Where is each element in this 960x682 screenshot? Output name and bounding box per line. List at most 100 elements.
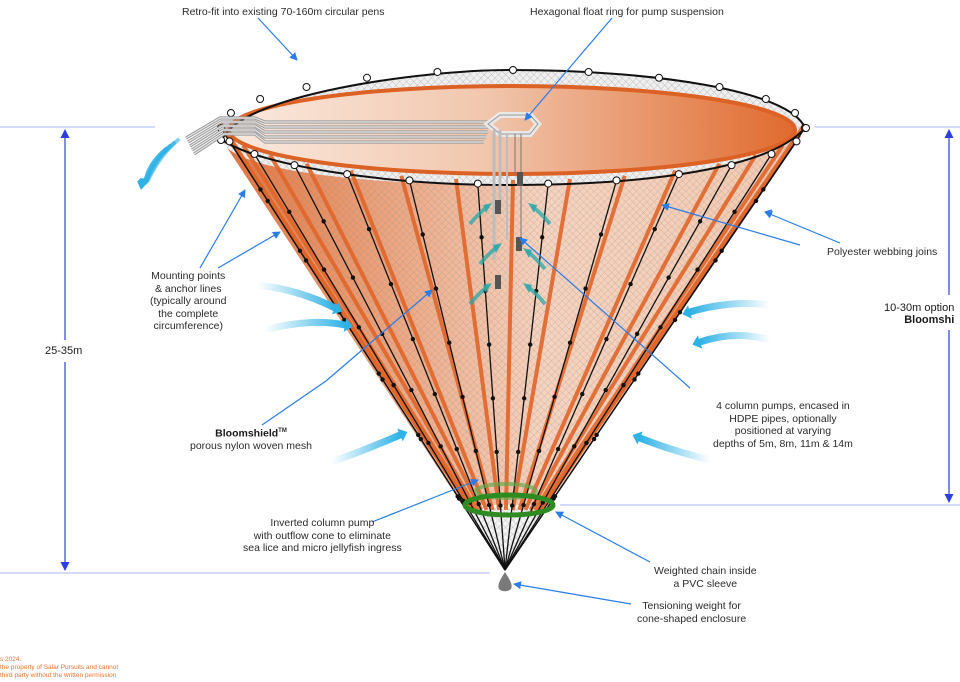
anchor-knot bbox=[552, 494, 558, 499]
label-inverted-pump: Inverted column pump with outflow cone t… bbox=[243, 517, 402, 555]
anchor-lines bbox=[220, 127, 806, 571]
anchor-knot bbox=[391, 382, 396, 388]
label-line: Inverted column pump bbox=[270, 517, 375, 529]
label-bloomshield: BloomshieldTM porous nylon woven mesh bbox=[190, 425, 312, 453]
mounting-point bbox=[584, 67, 593, 76]
anchor-knot bbox=[531, 501, 537, 507]
orange-panel-seams bbox=[219, 122, 807, 512]
anchor-knot bbox=[515, 449, 521, 455]
column-pump-1 bbox=[517, 172, 523, 186]
flow-arrowhead bbox=[632, 431, 643, 445]
outflow-pipe-highlight bbox=[185, 117, 492, 139]
label-line: Tensioning weight for bbox=[642, 600, 741, 612]
label-line: circumference) bbox=[153, 320, 223, 332]
outflow-pipe-highlight bbox=[191, 129, 486, 151]
anchor-knot bbox=[628, 281, 633, 287]
copyright-line: the property of Salar Pursuits and canno… bbox=[0, 664, 119, 671]
orange-seam bbox=[523, 169, 678, 511]
anchor-knot bbox=[658, 325, 663, 330]
outflow-pipe-highlight bbox=[193, 133, 484, 155]
anchor-knot bbox=[603, 387, 608, 393]
mounting-point bbox=[655, 73, 663, 82]
anchor-knot bbox=[476, 501, 481, 507]
orange-seam bbox=[528, 162, 722, 511]
flow-arrowhead bbox=[331, 301, 343, 315]
outflow-arrow bbox=[143, 147, 168, 185]
mounting-point bbox=[225, 137, 234, 146]
anchor-knot bbox=[432, 391, 438, 397]
flow-arrowhead bbox=[343, 318, 353, 332]
label-line: Weighted chain inside bbox=[654, 565, 757, 577]
label-line: sea lice and micro jellyfish ingress bbox=[243, 542, 402, 554]
mounting-point bbox=[473, 179, 482, 188]
anchor-knot bbox=[418, 436, 424, 442]
anchor-knot bbox=[426, 440, 431, 446]
anchor-knot bbox=[366, 226, 372, 232]
weighted-chain bbox=[462, 482, 556, 518]
teal-flow-arrowhead bbox=[483, 203, 492, 213]
column-pump-2 bbox=[495, 200, 501, 214]
flow-arrowhead bbox=[682, 305, 693, 319]
anchor-knot bbox=[572, 444, 577, 449]
mounting-point bbox=[761, 95, 770, 103]
mounting-point bbox=[715, 82, 724, 91]
anchor-knot bbox=[460, 394, 465, 400]
anchor-knot bbox=[350, 275, 356, 280]
annotation-leaders bbox=[199, 17, 841, 605]
anchor-knot bbox=[521, 396, 527, 401]
anchor-knot bbox=[454, 446, 459, 452]
dimension-right-label: 10-30m option Bloomshi bbox=[884, 300, 955, 328]
anchor-knot bbox=[594, 432, 599, 438]
orange-seam bbox=[503, 179, 515, 511]
anchor-knot bbox=[652, 226, 657, 232]
anchor-knot bbox=[584, 440, 589, 446]
label-line: depths of 5m, 8m, 11m & 14m bbox=[713, 437, 853, 450]
anchor-knot bbox=[438, 444, 443, 449]
label-line: cone-shaped enclosure bbox=[637, 612, 747, 625]
mounting-point bbox=[612, 176, 621, 185]
anchor-knot bbox=[539, 235, 545, 240]
teal-flow-arrowhead bbox=[523, 283, 532, 293]
flow-arrow bbox=[328, 431, 404, 466]
anchor-knot bbox=[486, 342, 492, 347]
mounting-point bbox=[674, 170, 683, 179]
anchor-knot bbox=[732, 209, 737, 214]
label-line: with outflow cone to eliminate bbox=[253, 529, 391, 542]
teal-flow-arrowhead bbox=[483, 283, 492, 293]
anchor-knot bbox=[479, 235, 484, 240]
orange-seam bbox=[510, 178, 572, 511]
mounting-point bbox=[509, 66, 517, 74]
bloomshield-title: Bloomshield bbox=[215, 427, 279, 440]
anchor-knot bbox=[719, 248, 724, 253]
copyright-notice: s 2024. the property of Salar Pursuits a… bbox=[0, 656, 118, 680]
label-column-pumps: 4 column pumps, encased in HDPE pipes, o… bbox=[713, 400, 853, 450]
label-retrofit: Retro-fit into existing 70-160m circular… bbox=[182, 6, 385, 18]
teal-flow-arrowhead bbox=[523, 248, 532, 258]
anchor-knot bbox=[456, 496, 462, 501]
anchor-knot bbox=[287, 209, 292, 214]
anchor-knot bbox=[494, 449, 499, 455]
flow-arrowhead bbox=[397, 428, 408, 442]
anchor-knot bbox=[552, 394, 557, 400]
anchor-knot bbox=[761, 187, 766, 192]
label-line: a PVC sleeve bbox=[673, 577, 738, 590]
label-line: Mounting points bbox=[151, 270, 226, 282]
column-pump-3 bbox=[516, 237, 522, 251]
column-pump-4 bbox=[495, 275, 501, 289]
mounting-point bbox=[343, 170, 352, 179]
anchor-knot bbox=[697, 219, 703, 224]
anchor-knot bbox=[473, 448, 479, 454]
anchor-knot bbox=[598, 232, 604, 237]
anchor-knot bbox=[498, 503, 503, 508]
mounting-point bbox=[544, 179, 553, 188]
anchor-knot bbox=[695, 267, 700, 272]
flow-arrowhead bbox=[692, 335, 703, 349]
mounting-point bbox=[727, 161, 736, 170]
anchor-knot bbox=[265, 198, 270, 204]
mounting-point bbox=[226, 108, 235, 117]
label-webbing: Polyester webbing joins bbox=[827, 246, 938, 258]
flow-arrow bbox=[696, 331, 774, 346]
trademark: TM bbox=[278, 428, 287, 434]
mounting-point bbox=[302, 82, 311, 91]
